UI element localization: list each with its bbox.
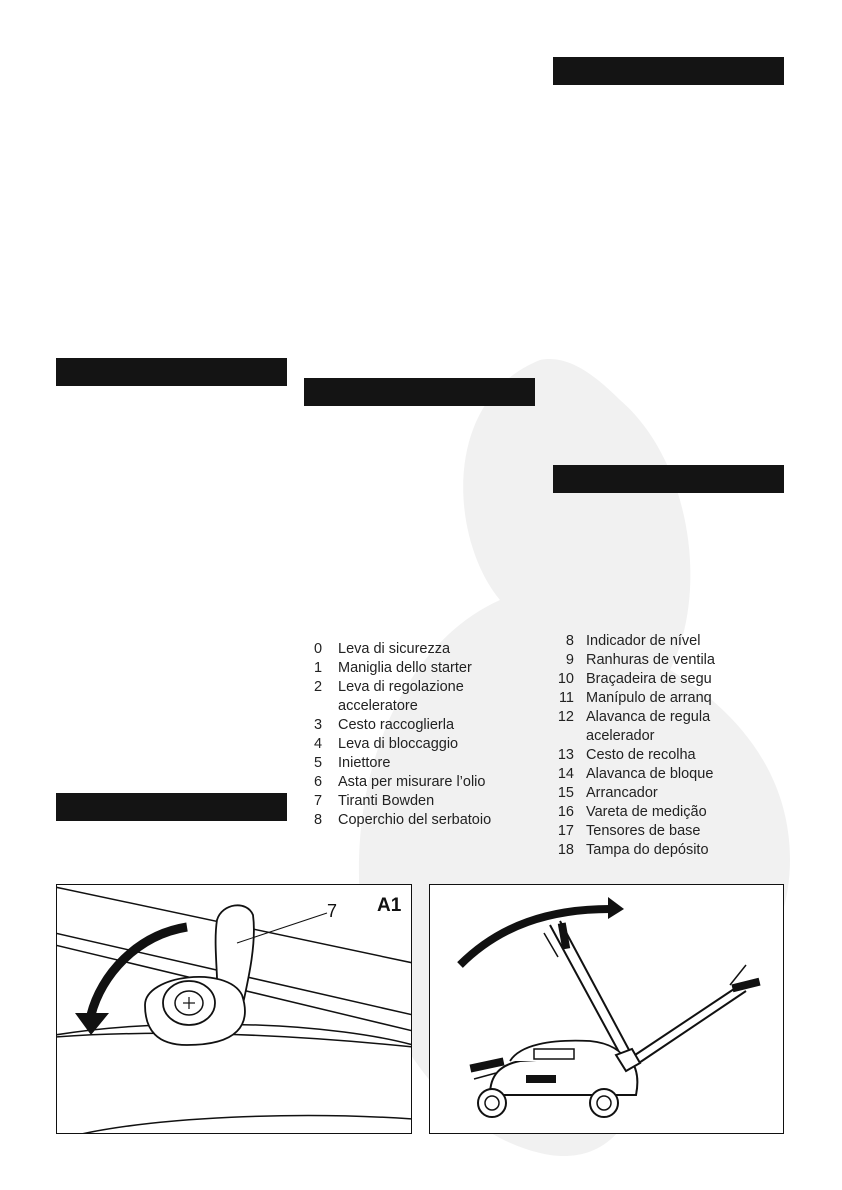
section-header-bar-left-2 [56, 793, 287, 821]
mower-illustration [457, 897, 761, 1118]
section-header-bar-middle [304, 378, 535, 406]
locking-lever-illustration [57, 886, 411, 1133]
section-header-bar-top-right [553, 57, 784, 85]
callout-label: 7 [327, 901, 338, 921]
section-header-bar-left-1 [56, 358, 287, 386]
section-header-bar-right-2 [553, 465, 784, 493]
figure-tag: A1 [377, 895, 402, 916]
figure-mower-handle-fold [429, 884, 784, 1134]
figure-locking-lever: 7 A1 [56, 884, 412, 1134]
